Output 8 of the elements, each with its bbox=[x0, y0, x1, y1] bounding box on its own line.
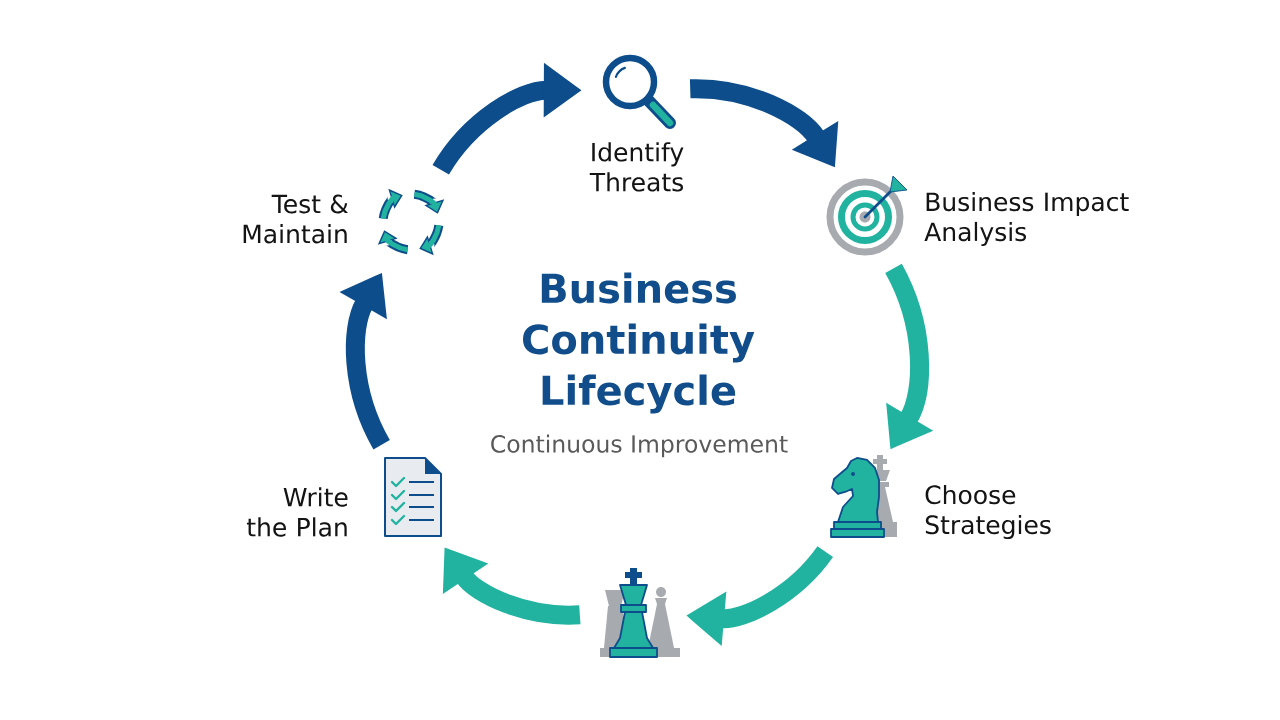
stage-label: Identify Threats bbox=[589, 142, 684, 192]
stage-label: Write the Plan bbox=[246, 487, 348, 537]
subtitle: Continuous Improvement bbox=[491, 434, 788, 458]
chess-pieces-icon bbox=[600, 568, 680, 658]
stage-label: Choose Strategies bbox=[925, 484, 1051, 540]
stage-label: Business Impact Analysis bbox=[924, 191, 1129, 247]
title: Business Continuity Lifecycle bbox=[523, 272, 755, 414]
stage-label: Test & Maintain bbox=[243, 194, 349, 244]
